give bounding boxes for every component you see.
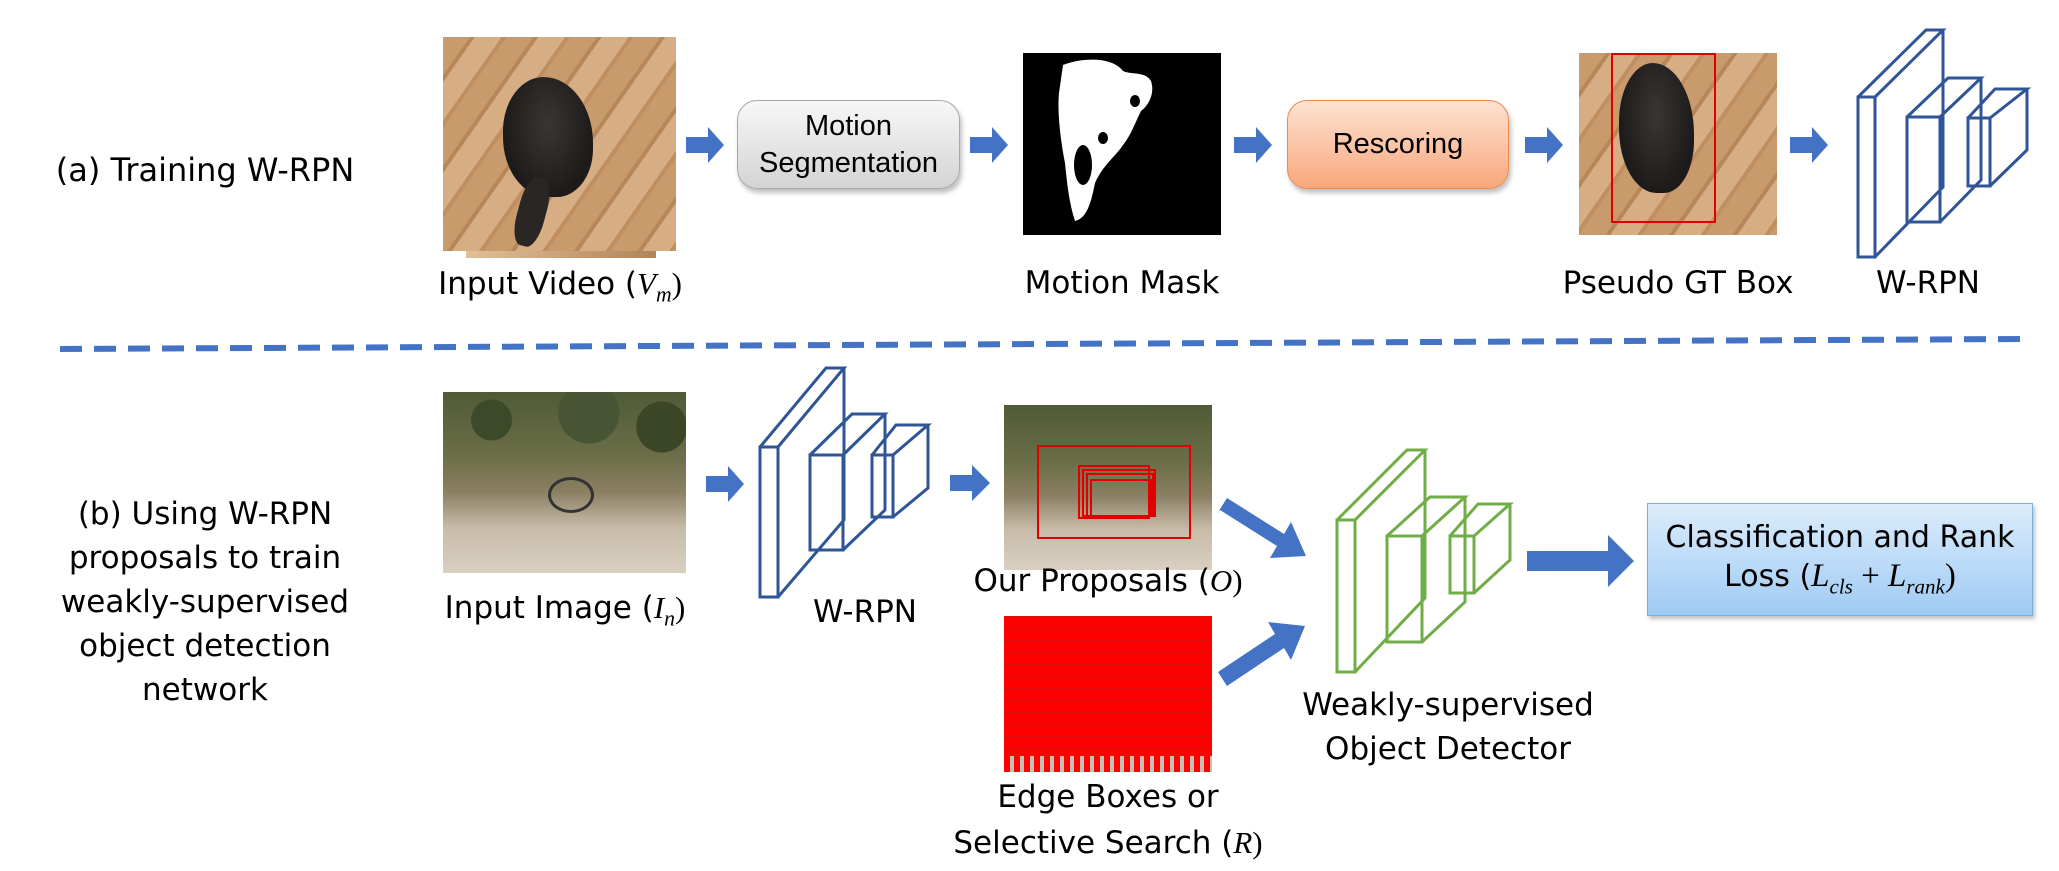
section-b-title-line: (b) Using W-RPN [77, 496, 333, 532]
input-video-label: Input Video (Vm) [438, 266, 682, 307]
arrow-right-icon [706, 466, 744, 502]
bottom-wrpn-label: W-RPN [812, 594, 918, 630]
bike-wheel [548, 477, 594, 513]
cat-body [1619, 63, 1694, 193]
pseudo-gt-image [1579, 53, 1777, 235]
arrow-right-icon [970, 127, 1008, 163]
motion-mask-image [1023, 53, 1221, 235]
video-frame-front [443, 37, 676, 251]
rescoring-box: Rescoring [1287, 100, 1509, 189]
edge-boxes-label-line1: Edge Boxes or [997, 779, 1219, 815]
top-wrpn-label: W-RPN [1875, 265, 1981, 301]
proposal-box [1090, 479, 1152, 517]
edge-boxes-image [1004, 616, 1212, 772]
our-proposals-label: Our Proposals (O) [973, 563, 1243, 599]
detector-layer-3 [1448, 502, 1514, 595]
wrpn-layer-3 [870, 423, 933, 519]
section-b-title-line: network [142, 672, 268, 708]
arrow-up-right-icon [1218, 622, 1305, 686]
pseudo-gt-bounding-box [1611, 53, 1716, 223]
wrpn-layer-2 [808, 412, 889, 552]
motion-seg-line2: Segmentation [759, 146, 938, 179]
cat-body [503, 77, 593, 197]
detector-layer-2 [1385, 495, 1469, 644]
section-b-title-line: weakly-supervised [60, 584, 350, 620]
detector-layer-1 [1335, 448, 1429, 674]
motion-seg-line1: Motion [804, 110, 893, 143]
our-proposals-image [1004, 405, 1212, 570]
proposal-box [1078, 465, 1150, 519]
section-b-title: (b) Using W-RPN proposals to train weakl… [61, 492, 349, 712]
trees [443, 392, 686, 462]
loss-box: Classification and Rank Loss (Lcls + Lra… [1647, 503, 2033, 616]
wrpn-layer-3 [1966, 87, 2032, 188]
section-a-title: (a) Training W-RPN [55, 151, 355, 189]
detector-label-line1: Weakly-supervised [1302, 687, 1594, 723]
wrpn-layer-2 [1905, 76, 1985, 224]
loss-line2: Loss (Lcls + Lrank) [1724, 558, 1956, 599]
arrow-right-icon [1525, 127, 1563, 163]
pseudo-gt-label: Pseudo GT Box [1562, 265, 1794, 301]
dashed-divider-line [59, 336, 2021, 352]
arrow-right-icon [1234, 127, 1272, 163]
detector-label-line2: Object Detector [1325, 731, 1571, 767]
arrow-right-icon [1790, 127, 1828, 163]
input-image-label: Input Image (In) [444, 590, 686, 631]
edge-boxes-label-line2: Selective Search (R) [953, 825, 1263, 861]
input-image [443, 392, 686, 573]
proposal-box [1037, 445, 1191, 539]
section-b-title-line: proposals to train [68, 540, 342, 576]
arrow-right-icon [950, 465, 990, 501]
section-b-title-line: object detection [79, 628, 331, 664]
arrow-right-icon [686, 127, 724, 163]
loss-line1: Classification and Rank [1665, 519, 2015, 555]
edge-boxes-bottom [1004, 756, 1212, 772]
arrow-right-icon [1527, 535, 1634, 587]
proposal-grid [1004, 616, 1212, 772]
motion-mask-shape [1058, 59, 1153, 221]
motion-mask-label: Motion Mask [1024, 265, 1220, 301]
arrow-down-right-icon [1217, 498, 1306, 558]
